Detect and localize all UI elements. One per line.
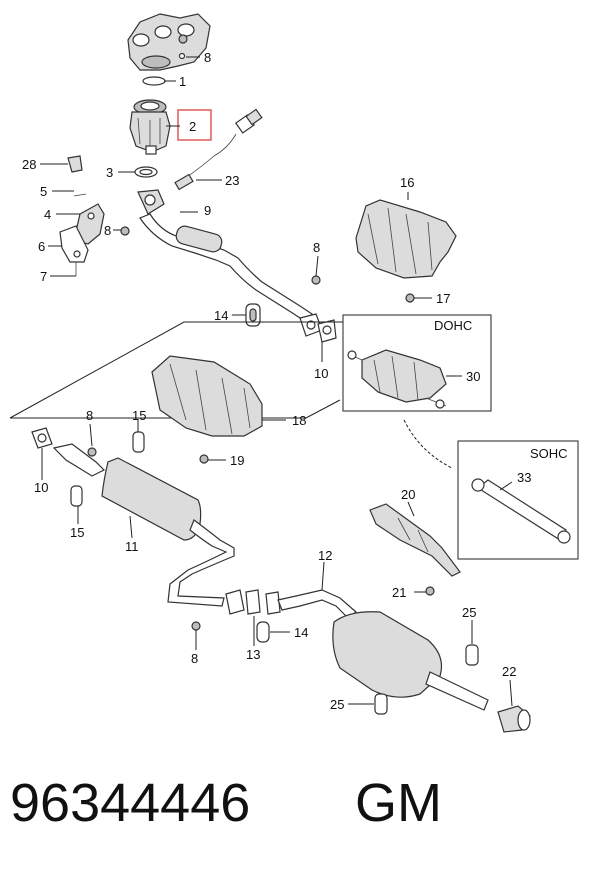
rear-section-outline — [9, 321, 343, 419]
center-muffler — [52, 443, 235, 607]
hangers-25 — [374, 644, 479, 715]
callout-20: 20 — [401, 487, 415, 502]
sohc-label: SOHC — [530, 446, 568, 461]
callout-12: 12 — [318, 548, 332, 563]
callout-18: 18 — [292, 413, 306, 428]
callout-5: 5 — [40, 184, 47, 199]
flange-gasket-10 — [299, 313, 337, 343]
callout-28: 28 — [22, 157, 36, 172]
callout-1: 1 — [179, 74, 186, 89]
rubber-hanger-14b — [256, 621, 270, 643]
sohc-box — [457, 440, 579, 560]
flange-10-lower — [31, 427, 53, 449]
callout-14b: 14 — [294, 625, 308, 640]
callout-25b: 25 — [330, 697, 344, 712]
gaskets-13 — [225, 589, 281, 615]
dohc-box — [342, 314, 492, 412]
gasket-ring — [142, 76, 166, 86]
callout-10b: 10 — [34, 480, 48, 495]
heat-shield-16 — [355, 199, 457, 279]
callout-15b: 15 — [70, 525, 84, 540]
rear-muffler — [277, 589, 489, 711]
callout-7: 7 — [40, 269, 47, 284]
oxygen-sensor — [174, 108, 263, 191]
callout-15a: 15 — [132, 408, 146, 423]
rubber-hanger-14 — [245, 303, 261, 327]
callout-22: 22 — [502, 664, 516, 679]
part-number: 96344446 — [10, 773, 251, 833]
callout-11: 11 — [125, 539, 139, 554]
callout-6: 6 — [38, 239, 45, 254]
callout-13: 13 — [246, 647, 260, 662]
leader-lines — [40, 56, 513, 707]
callout-30: 30 — [466, 369, 480, 384]
callout-8b: 8 — [104, 223, 111, 238]
callout-3: 3 — [106, 165, 113, 180]
callout-8e: 8 — [191, 651, 198, 666]
callout-23: 23 — [225, 173, 239, 188]
callout-17: 17 — [436, 291, 450, 306]
callout-9: 9 — [204, 203, 211, 218]
callout-2: 2 — [189, 119, 196, 134]
dohc-label: DOHC — [434, 318, 472, 333]
brand-name: GM — [355, 773, 442, 833]
catalytic-converter — [129, 99, 171, 155]
heat-shield-20 — [369, 503, 461, 577]
bracket-assembly — [59, 193, 105, 276]
callout-25a: 25 — [462, 605, 476, 620]
front-pipe — [137, 189, 313, 323]
rubber-hangers-15 — [70, 431, 145, 507]
callout-19: 19 — [230, 453, 244, 468]
callout-10a: 10 — [314, 366, 328, 381]
callout-16: 16 — [400, 175, 414, 190]
callout-21: 21 — [392, 585, 406, 600]
bracket-28 — [67, 155, 83, 173]
gasket-3 — [134, 166, 158, 178]
nuts — [87, 34, 435, 631]
highlight-box — [177, 109, 212, 141]
heat-shield-18 — [151, 355, 263, 437]
callout-14a: 14 — [214, 308, 228, 323]
callout-8c: 8 — [313, 240, 320, 255]
callout-8a: 8 — [204, 50, 211, 65]
exhaust-manifold — [127, 13, 211, 71]
callouts: 8 1 2 28 3 23 16 5 9 4 8 6 8 7 17 14 DOH… — [22, 50, 568, 712]
callout-33: 33 — [517, 470, 531, 485]
callout-4: 4 — [44, 207, 51, 222]
tail-pipe-tip — [497, 705, 531, 733]
callout-8d: 8 — [86, 408, 93, 423]
